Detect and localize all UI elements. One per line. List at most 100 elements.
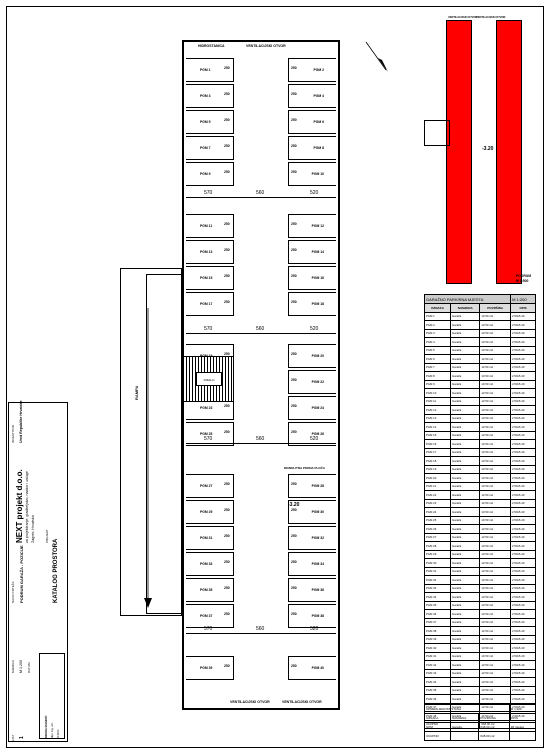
- table-cell: PGM 35: [423, 600, 452, 610]
- parking-slot-width: 250: [224, 507, 230, 512]
- parking-slot-width: 250: [291, 663, 297, 668]
- table-cell: 2.50x5.40: [510, 566, 536, 576]
- sheet-name: PODRUM GARAŽA - POZICIJE: [19, 545, 24, 603]
- table-cell: 48 mjesta: [508, 722, 537, 732]
- parking-slot-label: PGM 2: [313, 67, 324, 72]
- table-cell: 2.50x5.40: [510, 439, 536, 449]
- table-cell: Garaža: [450, 617, 481, 627]
- table-cell: 13.50 m2: [479, 405, 512, 415]
- parking-slot-label: PGM 26: [311, 431, 324, 436]
- parking-slot-width: 250: [224, 533, 230, 538]
- company-name: NEXT projekt d.o.o.: [15, 469, 24, 543]
- parking-slot-width: 250: [224, 481, 230, 486]
- table-cell: PGM 6: [423, 354, 452, 364]
- parking-slot-width: 250: [291, 65, 297, 70]
- table-cell: PGM 2: [423, 320, 452, 330]
- table-cell: Garaža: [450, 532, 481, 542]
- table-cell: Garaža: [450, 651, 481, 661]
- schedule-header: NAMJENA: [450, 303, 481, 313]
- table-cell: PGM 38: [423, 626, 452, 636]
- parking-slot-label: PGM 36: [311, 587, 324, 592]
- parking-slot-label: PGM 23: [200, 405, 213, 410]
- table-cell: PGM 17: [423, 447, 452, 457]
- table-cell: 2.50x5.40: [510, 430, 536, 440]
- table-cell: 13.50 m2: [479, 413, 512, 423]
- parking-slot-width: 250: [291, 507, 297, 512]
- level-marker-main: -3.20: [288, 502, 300, 508]
- table-cell: 13.50 m2: [479, 345, 512, 355]
- parking-slot-label: PGM 33: [200, 561, 213, 566]
- parking-slot-width: 250: [291, 559, 297, 564]
- table-cell: PGM 43: [423, 668, 452, 678]
- table-cell: 2.50x5.40: [510, 396, 536, 406]
- table-cell: 2.50x5.40: [510, 592, 536, 602]
- company-sub1: za projektiranje, graditeljstvo, nadzor …: [25, 471, 29, 543]
- dimension-value: 520: [310, 626, 319, 632]
- parking-slot-label: PGM 7: [200, 145, 211, 150]
- table-cell: 2.50x5.40: [510, 337, 536, 347]
- table-cell: Garaža: [450, 362, 481, 372]
- parking-slot: PGM 36 250: [288, 578, 336, 602]
- table-cell: 2.50x5.40: [510, 549, 536, 559]
- table-cell: 2.50x5.40: [510, 634, 536, 644]
- table-cell: Garaža: [450, 490, 481, 500]
- schedule-header: POVRŠINA: [479, 303, 512, 313]
- table-cell: Garaža: [450, 456, 481, 466]
- parking-slot-width: 250: [291, 403, 297, 408]
- table-cell: [508, 731, 537, 741]
- table-cell: 2.50x5.40: [510, 583, 536, 593]
- parking-slot-label: PGM 15: [200, 275, 213, 280]
- table-cell: PGM 24: [423, 507, 452, 517]
- schedule-title: GARAŽNO PARKIRNA MJESTA: [423, 294, 512, 304]
- parking-slot-width: 250: [291, 429, 297, 434]
- parking-slot-label: PGM 22: [311, 379, 324, 384]
- table-cell: PGM 36: [423, 609, 452, 619]
- table-cell: 2.50x5.40: [510, 388, 536, 398]
- table-cell: 13.50 m2: [479, 388, 512, 398]
- table-cell: 13.50 m2: [479, 371, 512, 381]
- parking-slot-width: 250: [291, 585, 297, 590]
- table-cell: 13.50 m2: [479, 498, 512, 508]
- table-cell: Garaža: [450, 660, 481, 670]
- parking-slot-width: 250: [224, 143, 230, 148]
- parking-slot-width: 250: [224, 65, 230, 70]
- table-cell: OZNAKA: [424, 713, 451, 723]
- table-cell: Garaža: [450, 668, 481, 678]
- table-cell: PGM 32: [423, 575, 452, 585]
- table-cell: Garaža: [450, 447, 481, 457]
- table-cell: 2.50x5.40: [510, 464, 536, 474]
- table-cell: PGM 34: [423, 592, 452, 602]
- table-cell: Garaža: [450, 575, 481, 585]
- table-cell: 2.50x5.40: [510, 600, 536, 610]
- table-cell: 13.50 m2: [479, 447, 512, 457]
- table-cell: PGM 31: [423, 566, 452, 576]
- parking-slot-width: 250: [291, 299, 297, 304]
- table-cell: [449, 731, 480, 741]
- table-cell: Garaža: [450, 643, 481, 653]
- dimension-value: 520: [310, 326, 319, 332]
- table-cell: 2.50x5.40: [510, 481, 536, 491]
- table-cell: PGM 30: [423, 558, 452, 568]
